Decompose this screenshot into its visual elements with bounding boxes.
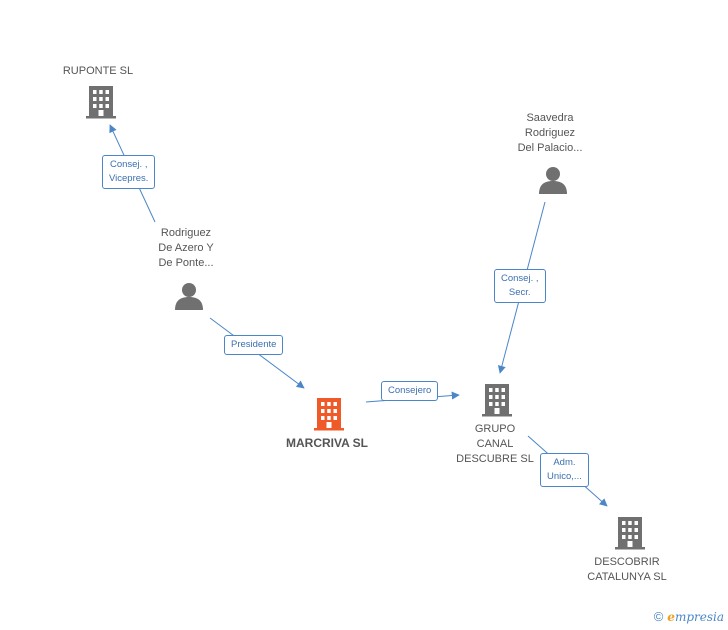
rodriguez-person-icon	[175, 283, 203, 310]
marcriva-building-icon	[314, 398, 344, 431]
saavedra-person-icon	[539, 167, 567, 194]
edge-label-consej-vicepres: Consej. , Vicepres.	[102, 155, 156, 189]
copyright-icon: ©	[653, 609, 664, 624]
descobrir-building-icon	[615, 517, 645, 550]
marcriva-label[interactable]: MARCRIVA SL	[286, 436, 368, 450]
rodriguez-label[interactable]: Rodriguez De Azero Y De Ponte...	[158, 227, 214, 269]
grupo-label[interactable]: GRUPO CANAL DESCUBRE SL	[456, 423, 534, 465]
grupo-building-icon	[482, 384, 512, 417]
edge-label-consejero: Consejero	[381, 381, 439, 401]
descobrir-label[interactable]: DESCOBRIR CATALUNYA SL	[587, 556, 667, 583]
edge-label-presidente: Presidente	[224, 335, 284, 355]
ruponte-label[interactable]: RUPONTE SL	[62, 65, 134, 77]
edge-label-adm-unico: Adm. Unico,...	[540, 453, 589, 487]
brand-logo[interactable]: empresia	[667, 609, 724, 624]
footer-brand: © empresia	[654, 609, 724, 624]
saavedra-label[interactable]: Saavedra Rodriguez Del Palacio...	[517, 112, 583, 154]
edge-label-consej-secr: Consej. , Secr.	[494, 269, 546, 303]
ruponte-building-icon	[86, 86, 116, 119]
